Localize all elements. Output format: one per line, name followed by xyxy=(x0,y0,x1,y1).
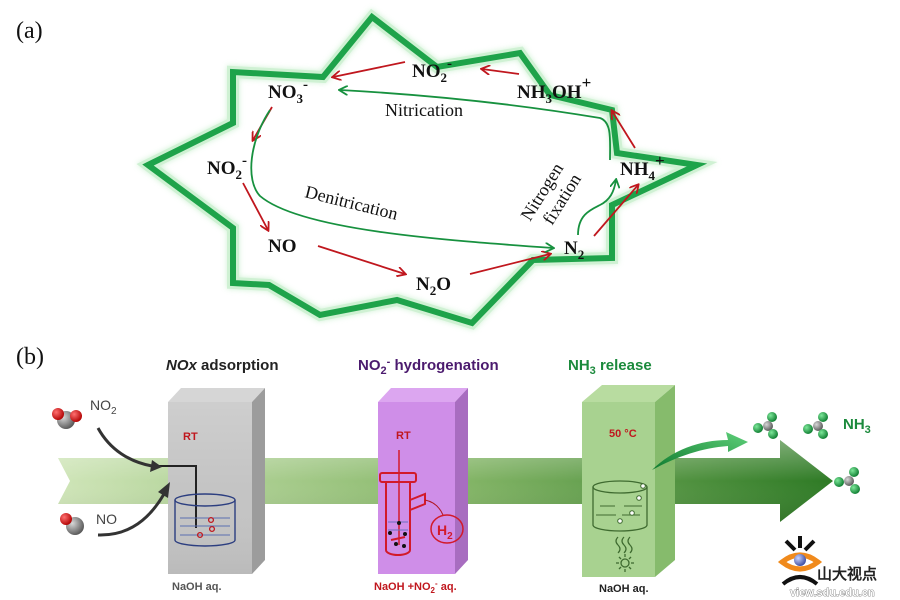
species-no: NO xyxy=(268,236,297,257)
gas-inlet-tube xyxy=(150,465,197,528)
species-no3: NO3- xyxy=(268,77,308,106)
stage-title-hydrogenation: NO2- hydrogenation xyxy=(358,356,499,377)
nh3-molecule-icon xyxy=(834,467,860,494)
condition-50c: 50 °C xyxy=(609,428,637,440)
solution-naoh-1: NaOH aq. xyxy=(172,581,222,593)
solution-naoh-no2: NaOH +NO2- aq. xyxy=(374,579,457,595)
stage-title-nox-adsorption: NOx adsorption xyxy=(166,357,279,374)
species-no2-left: NO2- xyxy=(207,153,247,182)
species-nh4: NH4+ xyxy=(620,151,665,183)
star-frame xyxy=(136,8,718,330)
panel-a-label: (a) xyxy=(16,18,43,44)
stage-title-nh3-release: NH3 release xyxy=(568,357,652,377)
arrow-no2-to-no xyxy=(242,182,268,230)
stage-nh3-release-column xyxy=(582,385,675,577)
nh3-molecule-icon xyxy=(803,412,828,439)
no-inlet-arrow xyxy=(97,493,166,537)
input-label-no2: NO2 xyxy=(90,397,117,417)
nh3-molecule-icon xyxy=(753,412,778,439)
watermark-url: view.sdu.edu.cn xyxy=(790,587,875,599)
heat-waves-icon xyxy=(615,536,633,554)
gas-label-h2: H2 xyxy=(437,522,453,542)
stage-nox-adsorption-column xyxy=(150,388,265,574)
watermark-logo xyxy=(777,536,823,586)
green-process-arrows xyxy=(250,90,616,248)
nh3-release-arrow xyxy=(652,432,748,470)
label-nitrication: Nitrication xyxy=(385,100,463,120)
no-molecule-icon xyxy=(60,513,84,535)
arrow-nh4-to-nh3oh xyxy=(612,111,636,149)
arrow-no2-to-no3 xyxy=(333,61,406,77)
heat-sun-icon xyxy=(616,554,634,572)
arrow-no-to-n2o xyxy=(317,245,405,274)
input-label-no: NO xyxy=(96,511,117,527)
solution-naoh-3: NaOH aq. xyxy=(599,583,649,595)
panel-b-label: (b) xyxy=(16,344,44,370)
label-denitrication: Denitrication xyxy=(303,181,400,223)
output-label-nh3: NH3 xyxy=(843,416,871,436)
nitrication-arrow xyxy=(340,90,612,161)
watermark-name: 山大视点 xyxy=(817,565,877,583)
arrow-nh3oh-to-no2 xyxy=(482,69,520,74)
fixation-arrow xyxy=(577,180,616,236)
species-n2o: N2O xyxy=(416,274,451,298)
arrow-n2o-to-n2 xyxy=(469,254,550,275)
species-no2-top: NO2- xyxy=(412,56,452,85)
h2-gas-bubble xyxy=(430,514,464,544)
arrow-n2-to-nh4 xyxy=(593,185,638,237)
condition-rt-1: RT xyxy=(183,431,198,443)
condition-rt-2: RT xyxy=(396,430,411,442)
stage-hydrogenation-column xyxy=(378,388,468,574)
species-nh3oh: NH3OH+ xyxy=(517,73,591,106)
eye-icon xyxy=(777,552,823,572)
species-n2: N2 xyxy=(564,238,584,262)
no2-inlet-arrow xyxy=(96,427,153,468)
denitrication-arrow xyxy=(250,109,553,248)
no2-molecule-icon xyxy=(52,408,82,429)
